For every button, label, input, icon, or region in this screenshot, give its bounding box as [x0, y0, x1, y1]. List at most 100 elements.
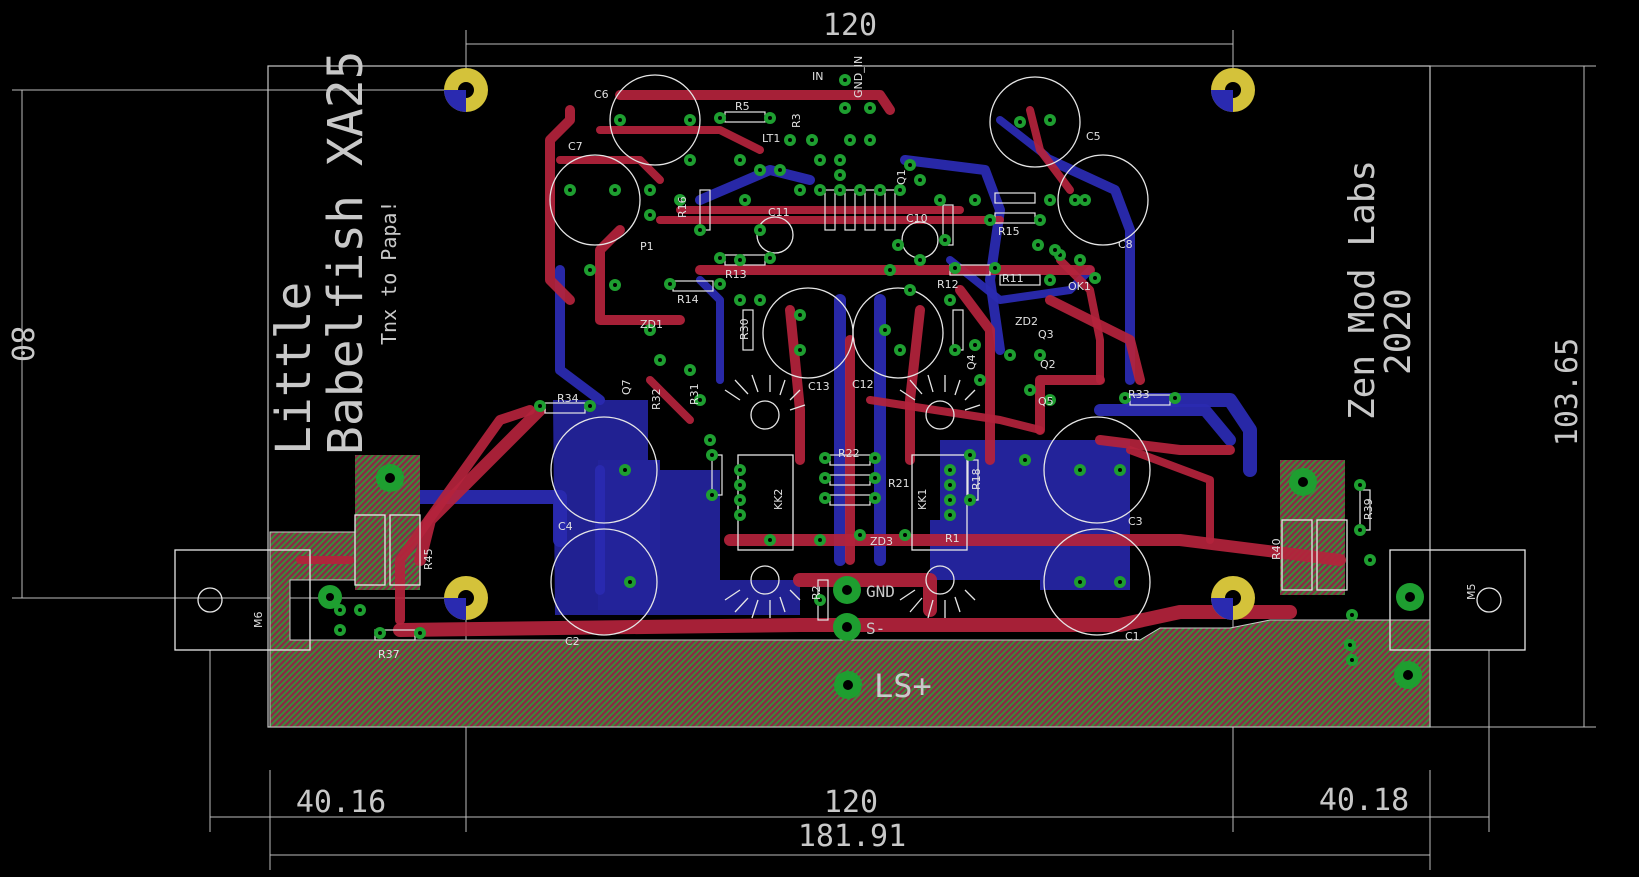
ref-designator-r45: R45 — [422, 548, 435, 570]
pcb-pad-drill — [1048, 198, 1052, 202]
pcb-pad-drill — [718, 282, 722, 286]
ref-designator-r39: R39 — [1362, 498, 1375, 520]
pcb-pad-drill — [1093, 276, 1097, 280]
pcb-pad-drill — [978, 378, 982, 382]
pcb-pad-drill — [648, 188, 652, 192]
pcb-pad-drill — [613, 188, 617, 192]
pcb-pad-drill — [878, 188, 882, 192]
ref-designator-gnd_in: GND_IN — [852, 56, 865, 98]
pcb-pad-drill — [873, 496, 877, 500]
dim-right-height-label: 103.65 — [1550, 338, 1585, 446]
ref-designator-m6: M6 — [252, 612, 265, 629]
pcb-pad-drill — [758, 228, 762, 232]
pcb-pad-drill — [1048, 398, 1052, 402]
ref-designator-lt1: LT1 — [762, 132, 780, 145]
ref-designator-r2: R2 — [810, 585, 823, 600]
ref-designator-kk1: KK1 — [916, 489, 929, 510]
pcb-pad-drill — [798, 313, 802, 317]
pcb-pad-drill — [648, 213, 652, 217]
pcb-pad-drill — [758, 298, 762, 302]
ref-designator-m5: M5 — [1465, 584, 1478, 601]
dimension-top-width: 120 — [465, 8, 1234, 90]
pcb-pad-drill — [798, 188, 802, 192]
pcb-pad-drill — [698, 228, 702, 232]
pcb-pad-drill — [648, 328, 652, 332]
board-title-line2: Babelfish XA25 — [318, 50, 374, 455]
pcb-pad-drill — [1123, 396, 1127, 400]
pcb-pad-drill — [1038, 218, 1042, 222]
pcb-pad-drill — [1048, 118, 1052, 122]
pcb-pad-drill — [613, 283, 617, 287]
pcb-pad-drill — [710, 493, 714, 497]
pcb-pad-drill — [858, 188, 862, 192]
pcb-pad-drill — [568, 188, 572, 192]
maker-year: 2020 — [1378, 288, 1419, 375]
pads-layer — [334, 74, 1376, 666]
pcb-pad-drill — [838, 173, 842, 177]
pcb-pad-drill — [948, 468, 952, 472]
pad-label-ls-plus: LS+ — [874, 667, 932, 705]
pcb-pad-drill — [948, 298, 952, 302]
pcb-pad-drill — [948, 513, 952, 517]
resistor-footprints — [374, 111, 1371, 641]
pcb-pad-drill — [1368, 558, 1372, 562]
dim-left-height-label: 80 — [4, 326, 39, 362]
ref-designator-c10: C10 — [906, 212, 928, 225]
pcb-pad-drill — [948, 498, 952, 502]
pcb-pad-drill — [988, 218, 992, 222]
output-connector-pads — [318, 464, 1424, 699]
pcb-pad-drill — [1350, 658, 1354, 662]
pcb-pad-drill — [896, 243, 900, 247]
pcb-pad-drill — [1173, 396, 1177, 400]
pcb-pad-drill — [538, 404, 542, 408]
pcb-pad-drill — [743, 198, 747, 202]
top-copper-layer — [296, 90, 1346, 637]
pcb-pad-drill — [738, 468, 742, 472]
pcb-pad-drill — [918, 258, 922, 262]
ref-designator-r31: R31 — [688, 383, 701, 405]
ref-designator-in: IN — [812, 70, 823, 83]
pcb-pad-drill — [953, 266, 957, 270]
pcb-pad-drill — [688, 158, 692, 162]
pcb-pad-drill — [818, 598, 822, 602]
terminal-block-left — [174, 514, 421, 651]
pcb-pad-drill — [623, 468, 627, 472]
pcb-pad-drill — [1358, 483, 1362, 487]
pcb-pad-drill — [788, 138, 792, 142]
pcb-pad-drill — [993, 266, 997, 270]
ref-designator-q2: Q2 — [1040, 358, 1056, 371]
ref-designator-r5: R5 — [735, 100, 750, 113]
dimension-bottom: 40.16 120 40.18 181.91 — [209, 598, 1490, 870]
pcb-pad-drill — [810, 138, 814, 142]
pcb-pad-drill — [628, 580, 632, 584]
dimension-left-height: 80 — [4, 89, 466, 599]
ref-designator-c5: C5 — [1086, 130, 1101, 143]
ref-designator-ok1: OK1 — [1068, 280, 1091, 293]
pcb-pad-drill — [1358, 528, 1362, 532]
ref-designator-r21: R21 — [888, 477, 910, 490]
pcb-pad-drill — [908, 163, 912, 167]
pcb-pad-drill — [1008, 353, 1012, 357]
pcb-pad-drill — [1048, 278, 1052, 282]
terminal-block-right — [1281, 519, 1526, 651]
pcb-pad-drill — [1023, 458, 1027, 462]
ref-designator-zd3: ZD3 — [870, 535, 893, 548]
pcb-pad-drill — [768, 116, 772, 120]
pcb-pad-drill — [838, 188, 842, 192]
ref-designator-zd1: ZD1 — [640, 318, 663, 331]
pcb-pad-drill — [378, 631, 382, 635]
dim-bottom-left-label: 40.16 — [296, 785, 386, 820]
pcb-pad-drill — [1350, 613, 1354, 617]
ref-designator-r15: R15 — [998, 225, 1020, 238]
ref-designator-r12: R12 — [937, 278, 959, 291]
ref-designator-q1: Q1 — [895, 169, 908, 185]
pcb-pad-drill — [838, 158, 842, 162]
board-title-line1: Little — [266, 282, 322, 455]
pcb-pad-drill — [868, 106, 872, 110]
pcb-pad-drill — [818, 538, 822, 542]
pcb-pad-drill — [1118, 468, 1122, 472]
ref-designator-q7: Q7 — [620, 379, 633, 395]
ref-designator-c4: C4 — [558, 520, 573, 533]
ref-designator-r14: R14 — [677, 293, 699, 306]
